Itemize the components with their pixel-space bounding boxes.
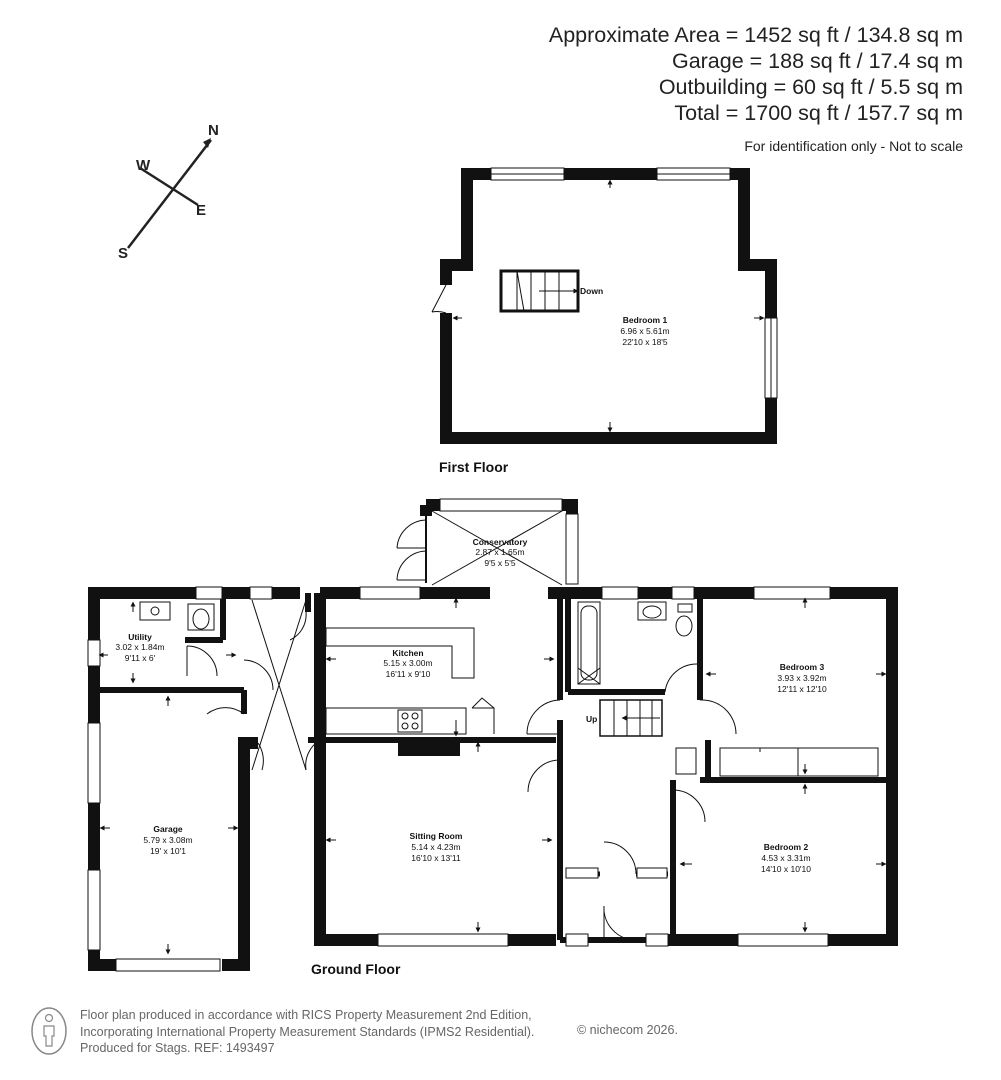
bedroom2-imperial: 14'10 x 10'10 — [761, 864, 811, 874]
bedroom3-imperial: 12'11 x 12'10 — [777, 684, 827, 694]
compass-n: N — [208, 122, 219, 139]
ground-floor-plan: Conservatory 2.87 x 1.65m 9'5 x 5'5 Util… — [87, 498, 898, 972]
first-floor-label: First Floor — [439, 459, 509, 475]
conservatory-room: Conservatory 2.87 x 1.65m 9'5 x 5'5 — [396, 510, 563, 586]
garage-room: Garage 5.79 x 3.08m 19' x 10'1 — [99, 695, 239, 955]
bedroom2-metric: 4.53 x 3.31m — [761, 853, 810, 863]
garage-name: Garage — [153, 824, 183, 834]
garage-imperial: 19' x 10'1 — [150, 846, 186, 856]
bedroom1-name: Bedroom 1 — [623, 315, 668, 325]
bedroom2-name: Bedroom 2 — [764, 842, 809, 852]
utility-imperial: 9'11 x 6' — [125, 653, 156, 663]
ground-floor-stairs: Up — [586, 699, 663, 737]
scale-note: For identification only - Not to scale — [744, 138, 963, 154]
garage-area: Garage = 188 sq ft / 17.4 sq m — [671, 49, 963, 73]
utility-metric: 3.02 x 1.84m — [115, 642, 164, 652]
kitchen-room: Kitchen 5.15 x 3.00m 16'11 x 9'10 — [325, 597, 555, 756]
compass-s: S — [118, 245, 128, 262]
hall-area: Up — [526, 601, 737, 941]
bedroom1-imperial: 22'10 x 18'5 — [622, 337, 668, 347]
area-summary: Approximate Area = 1452 sq ft / 134.8 sq… — [549, 22, 963, 126]
bedroom2-room: Bedroom 2 4.53 x 3.31m 14'10 x 10'10 — [679, 783, 887, 933]
ground-floor-label: Ground Floor — [311, 961, 401, 977]
outbuilding-area: Outbuilding = 60 sq ft / 5.5 sq m — [658, 75, 963, 99]
sitting-room-metric: 5.14 x 4.23m — [411, 842, 460, 852]
utility-room: Utility 3.02 x 1.84m 9'11 x 6' — [98, 601, 237, 684]
sitting-room: Sitting Room 5.14 x 4.23m 16'10 x 13'11 — [325, 741, 553, 933]
approx-area: Approximate Area = 1452 sq ft / 134.8 sq… — [548, 23, 963, 47]
footer-line3: Produced for Stags. REF: 1493497 — [80, 1041, 275, 1055]
compass-e: E — [196, 202, 206, 219]
side-passage — [206, 599, 321, 771]
compass-icon: N S E W — [118, 122, 219, 262]
conservatory-imperial: 9'5 x 5'5 — [484, 558, 515, 568]
compass-w: W — [136, 157, 151, 174]
first-floor-plan: Down Bedroom 1 6.96 x 5.61m 22'10 x 18'5 — [431, 167, 778, 444]
bedroom3-metric: 3.93 x 3.92m — [777, 673, 826, 683]
sitting-room-name: Sitting Room — [410, 831, 463, 841]
kitchen-metric: 5.15 x 3.00m — [383, 658, 432, 668]
conservatory-name: Conservatory — [473, 537, 528, 547]
total-area: Total = 1700 sq ft / 157.7 sq m — [674, 101, 963, 125]
footer-text: Floor plan produced in accordance with R… — [80, 1007, 534, 1057]
first-floor-stairs: Down — [499, 269, 603, 313]
sitting-room-imperial: 16'10 x 13'11 — [411, 853, 461, 863]
conservatory-metric: 2.87 x 1.65m — [475, 547, 524, 557]
kitchen-imperial: 16'11 x 9'10 — [386, 669, 431, 679]
bedroom3-room: Bedroom 3 3.93 x 3.92m 12'11 x 12'10 — [705, 597, 887, 777]
person-icon — [31, 1007, 67, 1055]
footer-line2: Incorporating International Property Mea… — [80, 1024, 535, 1039]
stairs-up-label: Up — [586, 714, 597, 724]
bedroom1-metric: 6.96 x 5.61m — [620, 326, 669, 336]
footer-brand: © nichecom 2026. — [577, 1023, 678, 1037]
footer-line1: Floor plan produced in accordance with R… — [80, 1008, 532, 1022]
kitchen-name: Kitchen — [392, 648, 423, 658]
stairs-down-label: Down — [580, 286, 603, 296]
utility-name: Utility — [128, 632, 152, 642]
bedroom3-name: Bedroom 3 — [780, 662, 825, 672]
garage-metric: 5.79 x 3.08m — [143, 835, 192, 845]
